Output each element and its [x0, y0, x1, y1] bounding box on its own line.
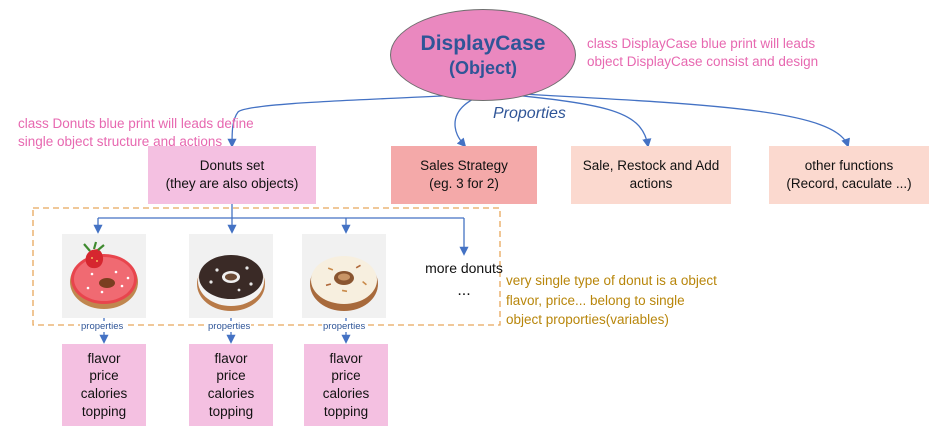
displaycase-node: DisplayCase (Object) [390, 9, 576, 101]
attribute-topping: topping [81, 403, 127, 419]
properties-heading: Proporties [493, 105, 566, 122]
more-donuts-label: more donuts [425, 260, 503, 276]
box-line: (they are also objects) [165, 176, 299, 191]
attribute-calories: calories [80, 386, 128, 401]
sales-strategy-box: Sales Strategy (eg. 3 for 2) [391, 146, 537, 204]
attribute-calories: calories [207, 386, 255, 401]
note-line: flavor, price... belong to single [506, 292, 685, 308]
attribute-price: price [216, 368, 246, 384]
donuts-set-box: Donuts set (they are also objects) [148, 146, 316, 204]
donuts-group-frame [32, 207, 501, 326]
displaycase-title: DisplayCase [420, 31, 546, 55]
note-line: class DisplayCase blue print will leads [587, 36, 816, 51]
displaycase-note: class DisplayCase blue print will leads … [587, 35, 818, 71]
note-line: object proporties(variables) [506, 312, 669, 328]
arrow-root-to-other-functions [485, 91, 850, 148]
attributes-box: flavor price calories topping [189, 344, 273, 426]
box-line: Donuts set [199, 157, 265, 173]
donuts-class-note: class Donuts blue print will leads defin… [18, 115, 254, 151]
attribute-calories: calories [322, 386, 370, 401]
more-donuts: more donuts ... [414, 260, 514, 300]
note-line: object DisplayCase consist and design [587, 54, 819, 70]
note-line: class Donuts blue print will leads defin… [18, 116, 254, 131]
note-line: single object structure and actions [18, 134, 223, 150]
attribute-price: price [331, 368, 361, 384]
box-line: Sale, Restock and Add [582, 157, 720, 173]
sale-restock-box: Sale, Restock and Add actions [571, 146, 731, 204]
chocolate-donut-image [189, 234, 273, 318]
more-donuts-ellipsis: ... [457, 282, 471, 299]
vanilla-donut-image [302, 234, 386, 318]
attribute-flavor: flavor [87, 350, 121, 366]
attribute-topping: topping [323, 403, 369, 419]
attributes-box: flavor price calories topping [62, 344, 146, 426]
box-line: actions [629, 176, 673, 191]
attribute-flavor: flavor [329, 350, 363, 366]
box-line: Sales Strategy [420, 157, 508, 173]
properties-label: properties [322, 321, 367, 332]
other-functions-box: other functions (Record, caculate ...) [769, 146, 929, 204]
attribute-flavor: flavor [214, 350, 248, 366]
properties-label: properties [80, 321, 125, 332]
attributes-box: flavor price calories topping [304, 344, 388, 426]
box-line: (eg. 3 for 2) [429, 176, 499, 191]
displaycase-subtitle: (Object) [448, 57, 517, 78]
note-line: very single type of donut is a object [506, 273, 717, 288]
box-line: (Record, caculate ...) [786, 176, 912, 191]
properties-label: properties [207, 321, 252, 332]
attribute-price: price [89, 368, 119, 384]
attribute-topping: topping [208, 403, 254, 419]
strawberry-donut-image [62, 234, 146, 318]
single-object-note: very single type of donut is a object fl… [506, 271, 717, 330]
arrow-root-to-donuts-set [227, 91, 487, 148]
box-line: other functions [804, 157, 894, 173]
